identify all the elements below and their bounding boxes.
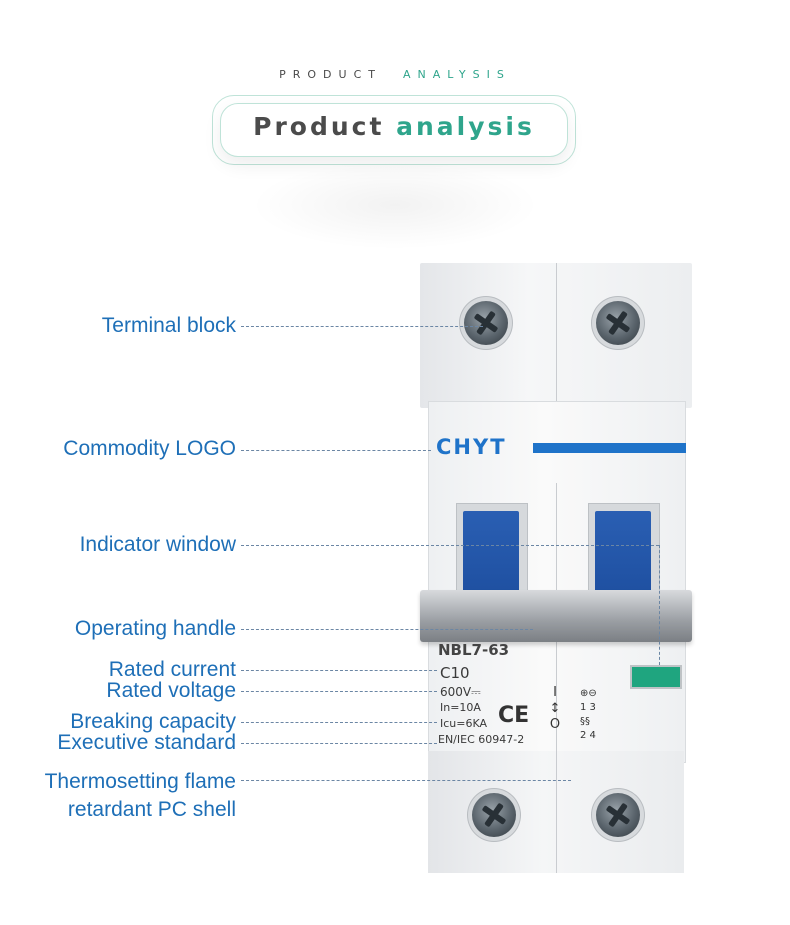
title-word-product: Product [253,112,385,141]
coil-symbol-icon: §§ [580,716,590,727]
leader-executive-standard [241,743,437,744]
icu-value-text: Icu=6KA [440,717,488,730]
pole-divider-bottom [556,751,557,873]
brand-stripe [533,443,686,453]
terminal-screw-bottom-right-icon [596,793,640,837]
label-rated-voltage: Rated voltage [106,679,236,702]
current-rating-text: C10 [440,664,470,682]
title-outer-frame [212,95,576,165]
switch-arrow-icon: ↕ [549,701,561,716]
leader-terminal-block [241,326,483,327]
leader-operating-handle [241,629,533,630]
leader-rated-current [241,670,437,671]
section-eyebrow: PRODUCT ANALYSIS [0,68,790,81]
leader-rated-voltage [241,691,437,692]
brand-logo: CHYT [436,435,507,459]
operating-handle-right [595,511,651,599]
label-commodity-logo: Commodity LOGO [63,437,236,460]
terminal-bottom-numbers: 2 4 [580,730,596,741]
label-shell-line2: retardant PC shell [67,798,236,821]
label-terminal-block: Terminal block [101,314,236,337]
ce-mark: CE [498,703,530,728]
leader-indicator-window-drop [659,545,660,665]
leader-indicator-window [241,545,659,546]
title-word-analysis: analysis [396,112,535,141]
operating-handle-left [463,511,519,599]
standard-text: EN/IEC 60947-2 [438,733,525,746]
circuit-breaker-image: CHYT NBL7-63 C10 600V⎓ In=10A Icu=6KA EN… [420,263,692,873]
title-shadow [250,160,540,250]
section-title-box: Product analysis [212,95,576,165]
label-indicator-window: Indicator window [79,533,236,556]
terminal-screw-top-right-icon [596,301,640,345]
label-rated-current: Rated current [108,658,236,681]
voltage-rating-text: 600V⎓ [440,685,481,699]
terminal-top-numbers: 1 3 [580,702,596,713]
switch-on-symbol: I [553,685,557,700]
polarity-icon: ⊕⊖ [580,688,597,699]
leader-commodity-logo [241,450,431,451]
label-shell-material: Thermosetting flame retardant PC shell [0,768,236,824]
switch-off-symbol: O [549,717,561,732]
wiring-diagram: ⊕⊖ 1 3 §§ 2 4 [580,687,626,743]
label-breaking-capacity: Breaking capacity [70,710,236,733]
terminal-screw-top-left-icon [464,301,508,345]
handle-tie-bar [420,590,692,642]
eyebrow-word-product: PRODUCT [279,68,382,81]
label-executive-standard: Executive standard [57,731,236,754]
switch-position-symbol: I ↕ O [548,685,562,733]
leader-breaking-capacity [241,722,437,723]
terminal-screw-bottom-left-icon [472,793,516,837]
label-shell-line1: Thermosetting flame [44,770,236,793]
leader-shell-material [241,780,571,781]
section-title: Product analysis [212,112,576,141]
label-operating-handle: Operating handle [74,617,236,640]
model-number: NBL7-63 [438,641,510,659]
eyebrow-word-analysis: ANALYSIS [402,68,511,81]
title-inner-frame [220,103,568,157]
in-value-text: In=10A [440,701,481,714]
indicator-window [630,665,682,689]
pole-divider-top [556,263,557,408]
